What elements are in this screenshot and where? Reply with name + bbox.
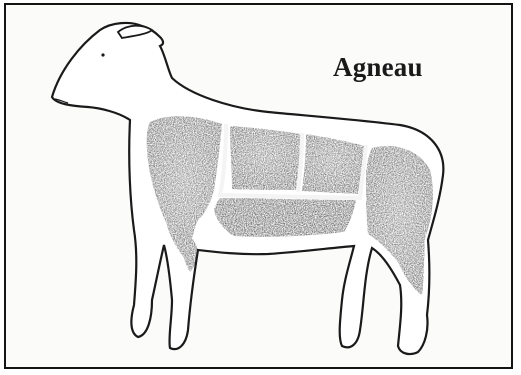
cut-breast	[214, 198, 356, 237]
cut-rack	[230, 126, 300, 190]
figure-title: Agneau	[333, 52, 423, 83]
eye-mark	[101, 53, 104, 56]
